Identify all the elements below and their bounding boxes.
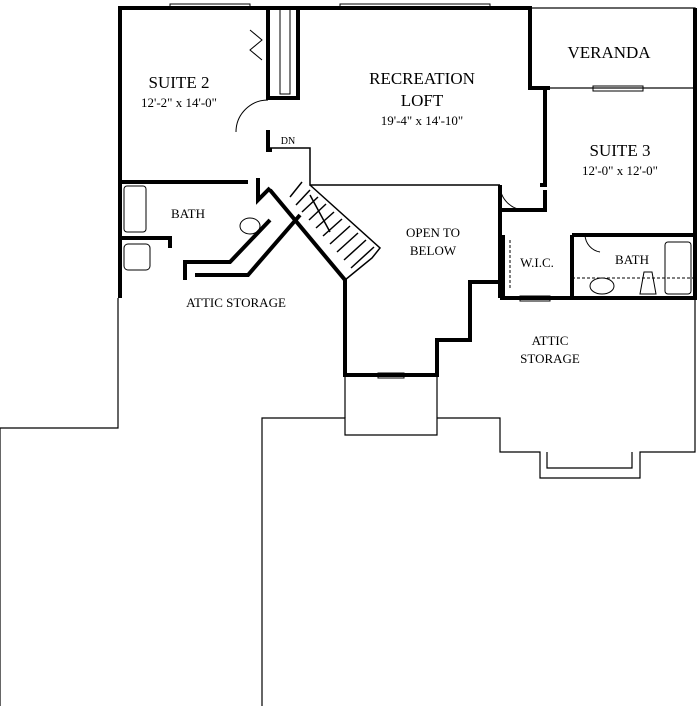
roof-outline (0, 7, 696, 706)
bath-left-name: BATH (171, 206, 205, 221)
attic-storage-right-2: STORAGE (520, 351, 580, 366)
loft-size: 19'-4" x 14'-10" (380, 113, 464, 128)
attic-storage-left: ATTIC STORAGE (186, 295, 286, 310)
suite3-size: 12'-0" x 12'-0" (582, 163, 658, 178)
open-to-below-2: BELOW (409, 243, 457, 258)
open-to-below-1: OPEN TO (405, 225, 461, 240)
stairs (270, 147, 500, 281)
walls (118, 6, 697, 377)
stairs-down-label: DN (280, 136, 296, 147)
veranda-name: VERANDA (567, 43, 651, 62)
bath-right-name: BATH (615, 252, 649, 267)
wic-name: W.I.C. (520, 255, 554, 270)
doors-fixtures (123, 3, 695, 379)
loft-name-2: LOFT (400, 91, 444, 110)
attic-storage-right-1: ATTIC (531, 333, 569, 348)
suite2-size: 12'-2" x 14'-0" (141, 95, 217, 110)
suite3-name: SUITE 3 (589, 141, 651, 160)
loft-name-1: RECREATION (369, 69, 475, 88)
suite2-name: SUITE 2 (148, 73, 210, 92)
